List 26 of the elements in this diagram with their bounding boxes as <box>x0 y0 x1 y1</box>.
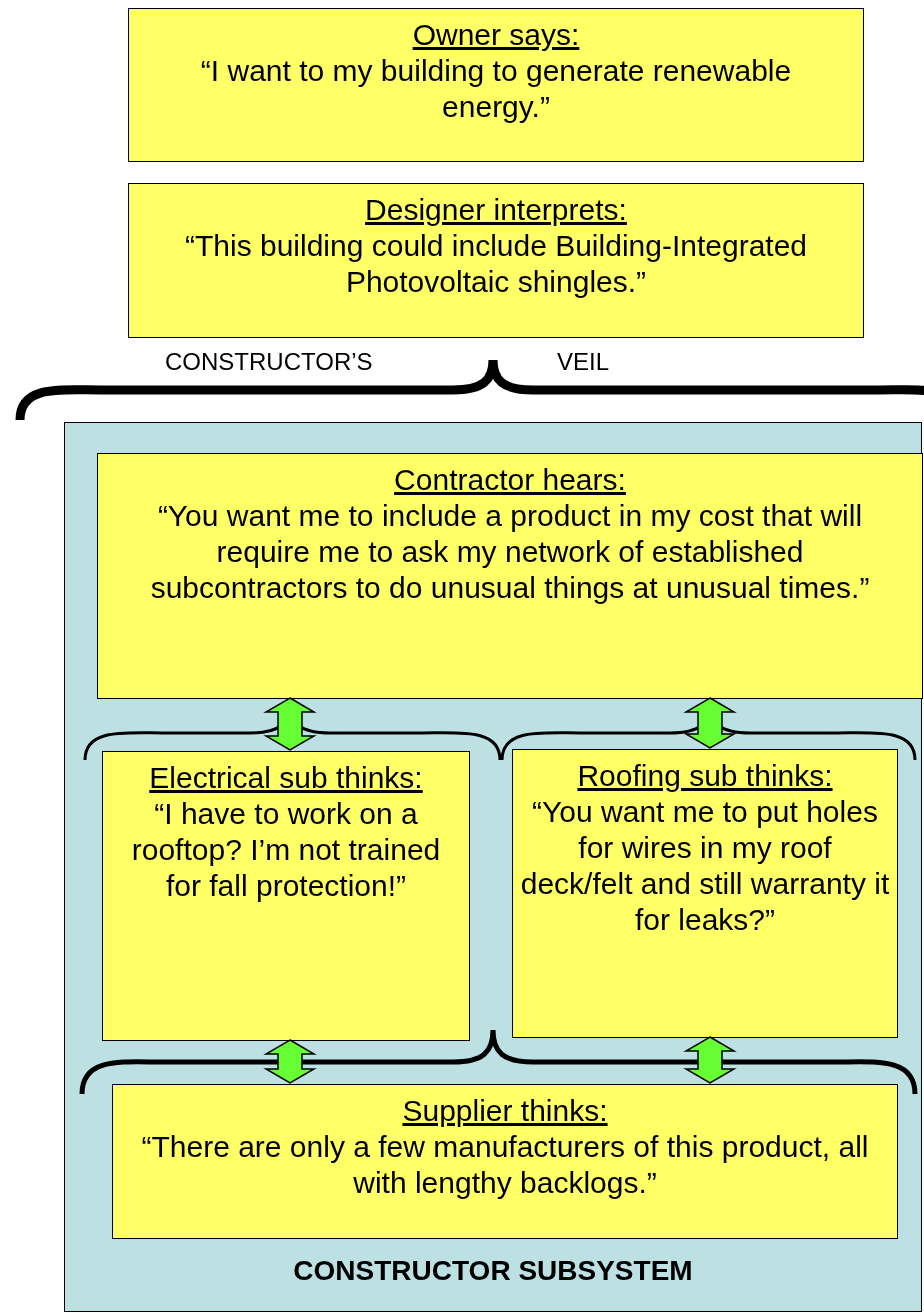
box-text: “There are only a few manufacturers of this product, all with lengthy backlogs.” <box>140 1129 870 1201</box>
text-box <box>128 8 864 162</box>
box-heading: Electrical sub thinks: <box>149 760 423 796</box>
box-heading: Owner says: <box>412 17 580 53</box>
box-heading: Supplier thinks: <box>402 1093 608 1129</box>
text-box <box>112 1084 898 1239</box>
box-text: “This building could include Building-Integrated Photovoltaic shingles.” <box>183 228 808 300</box>
double-arrow <box>683 1036 737 1084</box>
text-box <box>512 749 898 1038</box>
box-heading: Designer interprets: <box>365 192 627 228</box>
box-heading: Contractor hears: <box>394 462 626 498</box>
double-arrow <box>263 1039 317 1084</box>
double-arrow <box>683 697 737 749</box>
subsystem-panel <box>64 422 922 1312</box>
text-box <box>97 453 923 699</box>
veil-label: CONSTRUCTOR’S <box>165 348 373 376</box>
box-text: “You want me to put holes for wires in my roof deck/felt and still warranty it for leaks?” <box>520 794 890 938</box>
veil-label: VEIL <box>557 348 610 376</box>
double-arrow <box>263 697 317 751</box>
panel-title: CONSTRUCTOR SUBSYSTEM <box>292 1255 694 1287</box>
box-text: “I have to work on a rooftop? I’m not trained for fall protection!” <box>130 796 442 904</box>
box-text: “I want to my building to generate renewable energy.” <box>199 53 793 125</box>
text-box <box>128 183 864 338</box>
box-text: “You want me to include a product in my cost that will require me to ask my network of established subcontractors to do unusual things at unusual times.” <box>149 498 871 606</box>
text-box <box>102 751 470 1041</box>
box-heading: Roofing sub thinks: <box>577 758 833 794</box>
